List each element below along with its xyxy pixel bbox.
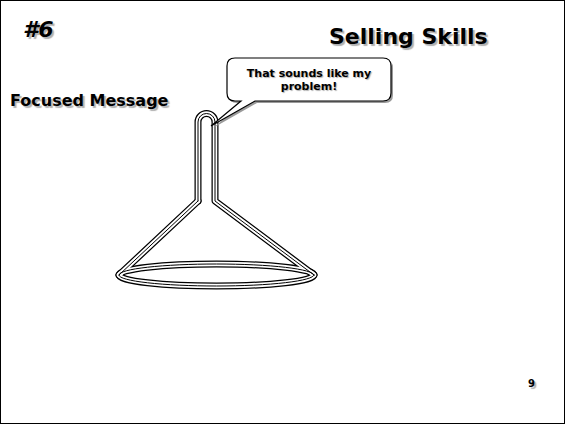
section-label: Focused Message [10,91,168,110]
funnel-base [119,264,314,286]
callout-border [211,58,391,126]
funnel-outline [198,114,314,276]
funnel-outline [198,114,314,276]
page-number: 9 [528,378,535,389]
funnel-base [119,264,314,286]
callout-bubble: That sounds like my problem! [227,58,391,101]
funnel-base [119,264,314,286]
funnel-outline [198,114,314,276]
slide-title: Selling Skills [329,24,488,49]
callout-text: That sounds like my problem! [237,67,381,93]
funnel-outline [119,201,198,275]
slide-number-tag: #6 [23,17,54,42]
callout-body: That sounds like my problem! [227,58,391,101]
